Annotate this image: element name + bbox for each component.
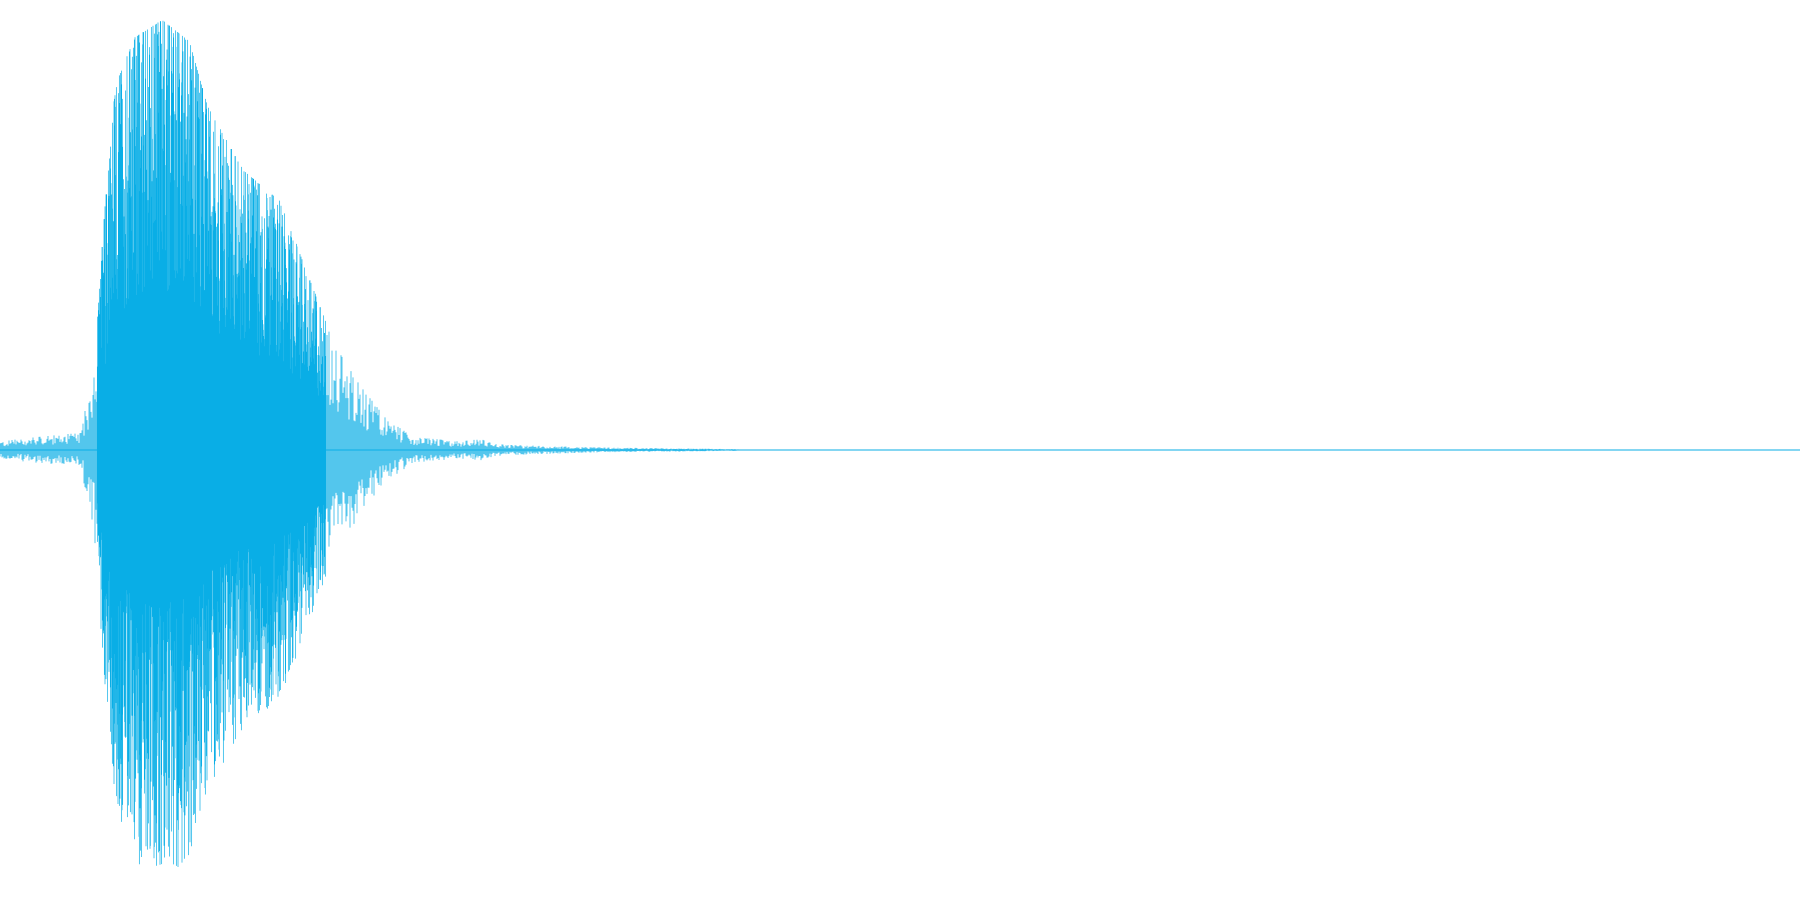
waveform-samples: [0, 20, 739, 868]
